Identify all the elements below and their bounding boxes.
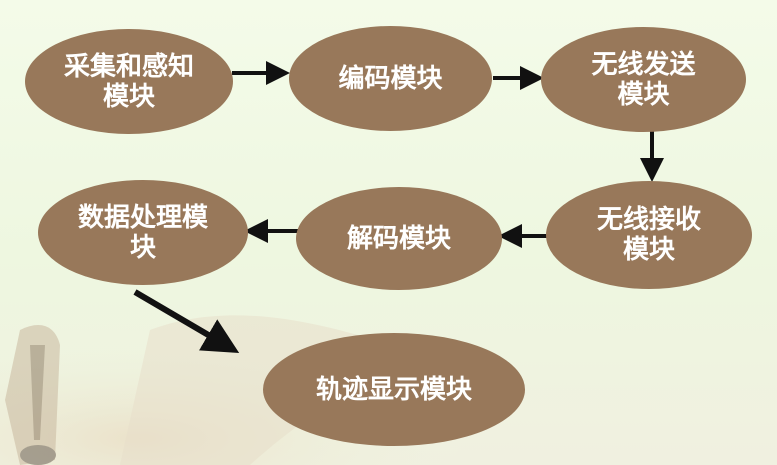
node-collect-sense: 采集和感知 模块 [25, 29, 233, 134]
pen-nib-icon [5, 325, 60, 465]
node-track-display: 轨迹显示模块 [263, 333, 525, 446]
node-data-processing: 数据处理模 块 [38, 180, 248, 285]
node-decode: 解码模块 [296, 187, 502, 290]
node-wireless-send: 无线发送 模块 [541, 27, 746, 132]
node-encode: 编码模块 [289, 26, 492, 131]
arrow-n6-n7 [133, 289, 240, 354]
node-wireless-receive: 无线接收 模块 [546, 181, 752, 289]
